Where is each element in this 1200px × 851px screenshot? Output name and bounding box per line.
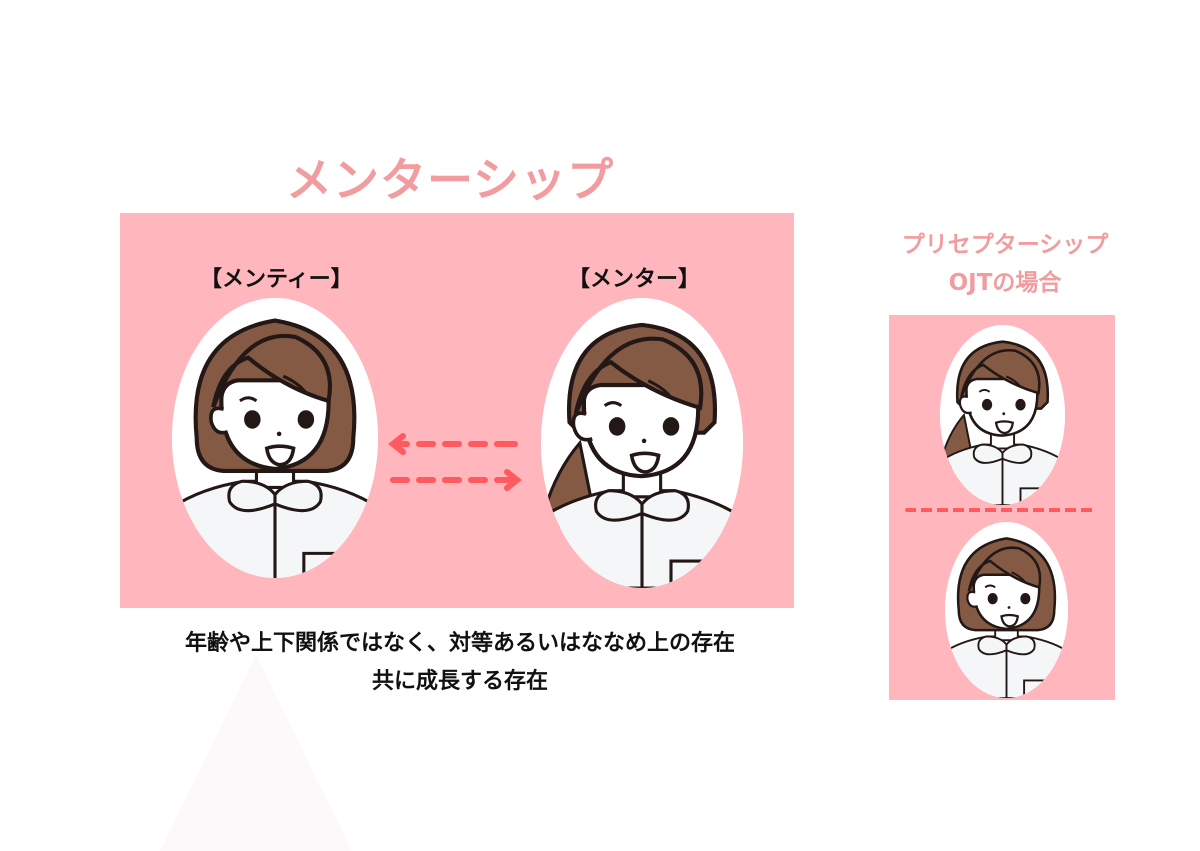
preceptee-avatar [945,522,1068,698]
mentee-label: 【メンティー】 [200,267,353,292]
caption-line-2: 共に成長する存在 [371,669,548,694]
preceptorship-title-line-1: プリセプターシップ [901,232,1109,258]
arrow-left-icon [388,433,518,455]
bidirectional-arrows [388,433,522,491]
background-triangle-shape [160,655,352,851]
preceptee-character-icon [945,522,1068,698]
mentor-label: 【メンター】 [568,267,701,292]
mentorship-title: メンターシップ [285,153,615,207]
hierarchy-dashed-divider [905,508,1097,512]
preceptor-character-icon [940,325,1065,505]
preceptorship-title-line-2: OJTの場合 [948,270,1062,296]
mentor-character-icon [541,298,743,588]
mentee-character-icon [172,298,378,578]
preceptor-avatar [940,325,1065,505]
caption-line-1: 年齢や上下関係ではなく、対等あるいはななめ上の存在 [184,631,735,656]
arrow-right-icon [390,469,522,491]
mentee-avatar [172,298,378,578]
mentor-avatar [541,298,743,588]
preceptorship-title: プリセプターシップ OJTの場合 [850,226,1160,302]
